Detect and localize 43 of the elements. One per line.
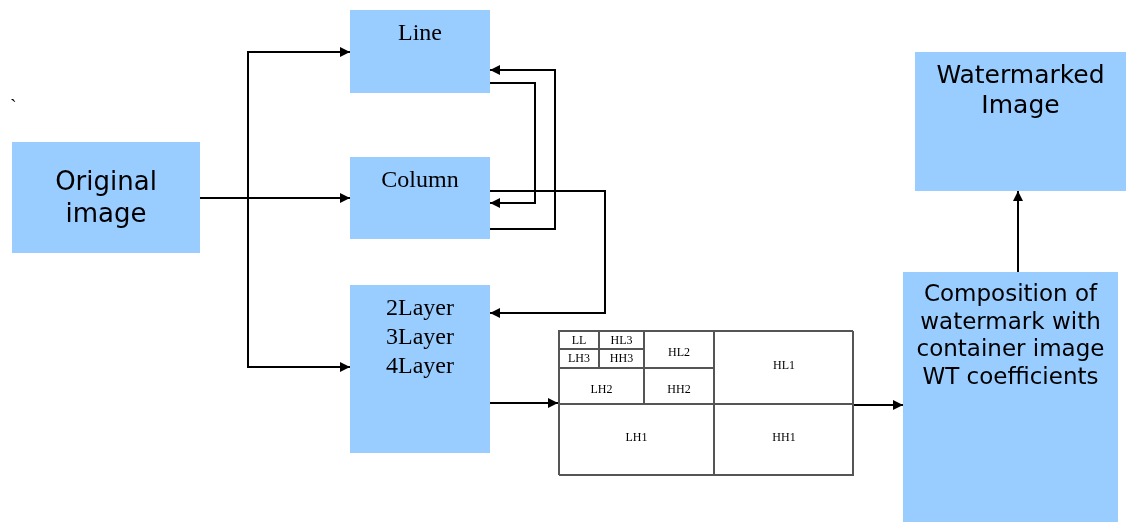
subband-grid	[558, 330, 853, 475]
box-label: Composition of watermark with container image WT coefficients	[915, 280, 1106, 391]
arrow	[489, 82, 536, 208]
box-label: 4Layer	[386, 350, 454, 380]
process-box	[350, 157, 490, 239]
box-label: Line	[398, 18, 442, 47]
subband-cell	[599, 349, 644, 368]
box-label: 3Layer	[386, 321, 454, 351]
arrow	[199, 197, 351, 372]
subband-cell	[599, 331, 644, 349]
process-box	[915, 52, 1126, 191]
arrow	[489, 190, 606, 318]
box-label: LH2	[590, 381, 613, 396]
process-box	[903, 272, 1118, 522]
stray-mark: `	[10, 96, 17, 119]
subband-cell	[714, 331, 854, 404]
box-label: HH2	[667, 381, 691, 396]
box-label: HL1	[773, 357, 795, 372]
subband-cell	[559, 404, 714, 476]
process-box	[12, 142, 200, 253]
arrow	[852, 400, 904, 410]
subband-cell	[644, 368, 714, 404]
box-label: HL3	[610, 332, 633, 348]
arrow	[489, 65, 556, 230]
subband-cell	[644, 331, 714, 368]
box-label: HL2	[668, 344, 690, 360]
box-label: LH3	[568, 351, 590, 366]
arrow	[489, 398, 559, 408]
subband-cell	[559, 368, 644, 404]
box-label: HH1	[772, 430, 796, 445]
box-label: Watermarked Image	[935, 60, 1106, 120]
box-label: Original image	[54, 166, 158, 229]
box-label: 2Layer	[386, 293, 454, 322]
subband-cell	[559, 349, 599, 368]
arrow	[1013, 190, 1023, 273]
subband-cell	[714, 404, 854, 476]
box-label: HH3	[609, 351, 634, 366]
box-label: LL	[571, 332, 587, 348]
box-label: Column	[381, 165, 459, 194]
process-box	[350, 10, 490, 93]
box-label: LH1	[625, 430, 648, 445]
process-box	[350, 285, 490, 453]
subband-cell	[559, 331, 599, 349]
